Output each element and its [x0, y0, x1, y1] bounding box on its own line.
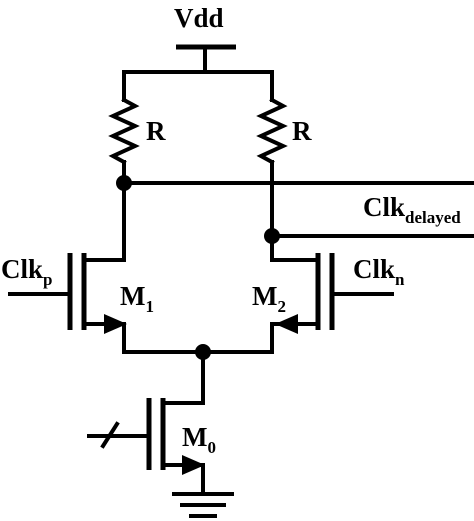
vdd-label: Vdd	[174, 3, 224, 33]
vdd-symbol	[122, 44, 274, 74]
tail-node	[122, 344, 274, 405]
transistor-m0	[87, 398, 205, 496]
resistor-right-label: R	[292, 116, 312, 146]
m1-label: M1	[120, 281, 154, 316]
m2-label: M2	[252, 281, 286, 316]
ground-icon	[172, 492, 234, 518]
m0-label: M0	[182, 422, 216, 457]
transistor-m2	[270, 234, 394, 354]
clk-n-label: Clkn	[353, 254, 405, 289]
resistor-left-label: R	[146, 116, 166, 146]
transistor-m1	[8, 181, 127, 354]
resistor-right	[256, 70, 288, 238]
output-wires	[116, 175, 474, 244]
resistor-left	[108, 70, 140, 185]
clk-p-label: Clkp	[1, 254, 53, 289]
output-label: Clkdelayed	[363, 192, 461, 227]
